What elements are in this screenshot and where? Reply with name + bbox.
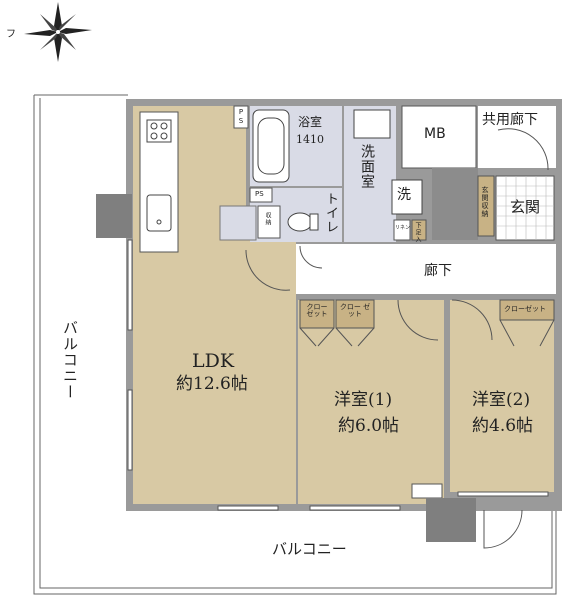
shared-corridor-label: 共用廊下 <box>482 112 538 128</box>
washer-space <box>391 179 423 215</box>
entrance-label: 玄関 <box>510 198 541 216</box>
western-room-1-area: 約6.0帖 <box>338 416 400 436</box>
bathtub-icon <box>252 109 290 183</box>
closet-2-label: クローゼット <box>504 305 546 313</box>
window-marks <box>127 239 549 511</box>
linen-label: リネン <box>395 225 411 231</box>
kitchen-sink-icon <box>146 194 172 232</box>
washroom-label: 洗面室 <box>359 144 375 189</box>
closet-doors-2 <box>499 319 555 347</box>
ldk-area: 約12.6帖 <box>176 374 248 394</box>
entrance-storage-dark <box>432 168 478 240</box>
ps-box-top <box>233 105 249 129</box>
pillar-left <box>96 194 132 238</box>
balcony-outline <box>33 94 557 595</box>
compass-north-label: フ <box>6 29 16 40</box>
compass-rose-icon <box>24 2 92 62</box>
shared-corridor-area <box>478 106 556 168</box>
door-swing-hall <box>299 245 323 269</box>
ps-mid-label: PS <box>255 190 264 198</box>
balcony-bottom-label: バルコニー <box>272 540 347 558</box>
western-room-2-floor <box>450 300 554 492</box>
balcony-door-swing <box>483 509 523 549</box>
balcony-left-label: バルコニー <box>61 320 79 400</box>
closet-doors-1 <box>299 327 375 347</box>
washer-label: 洗 <box>397 187 411 203</box>
ps-top-label: PS <box>237 108 245 126</box>
western-room-1-floor <box>298 300 444 504</box>
western-room-2-area: 約4.6帖 <box>472 416 534 436</box>
closet-1a <box>299 299 335 329</box>
closet-1b-label: クロー ゼット <box>339 303 371 318</box>
mb-room <box>401 105 477 169</box>
entrance-storage-label: 玄関収納 <box>481 186 489 218</box>
vanity-sink <box>353 109 391 139</box>
stove-icon <box>146 119 172 143</box>
toilet-storage <box>257 205 281 239</box>
ldk-name: LDK <box>192 350 235 372</box>
ac-box <box>411 483 443 499</box>
closet-1a-label: クロー ゼット <box>306 303 328 318</box>
toilet-label: トイレ <box>323 192 338 234</box>
toilet-icon <box>287 212 319 232</box>
ps-box-mid <box>249 187 273 203</box>
linen-box <box>393 219 411 241</box>
toilet-storage-label: 収納 <box>264 212 271 226</box>
storage-box-small <box>411 219 427 241</box>
western-room-1-name: 洋室(1) <box>334 390 393 410</box>
pillar-bottom <box>426 498 476 542</box>
closet-2 <box>499 299 555 321</box>
shoe-box-label: 下足入 <box>414 222 421 243</box>
bath-name: 浴室 <box>298 115 323 129</box>
entrance-storage-box <box>477 175 495 237</box>
entrance-tile <box>495 175 555 241</box>
entry-door-swing <box>497 128 549 171</box>
door-swing-room-2 <box>451 299 493 341</box>
door-swing-ldk <box>245 249 291 291</box>
mb-label: MB <box>424 126 446 142</box>
closet-1b <box>335 299 375 329</box>
hallway-label: 廊下 <box>424 263 452 279</box>
wall-cabinet <box>219 205 257 241</box>
door-swing-room-1 <box>397 299 439 341</box>
kitchen-counter <box>139 111 179 253</box>
bath-size: 1410 <box>296 133 324 146</box>
western-room-2-name: 洋室(2) <box>472 390 531 410</box>
hallway-floor <box>296 244 556 294</box>
